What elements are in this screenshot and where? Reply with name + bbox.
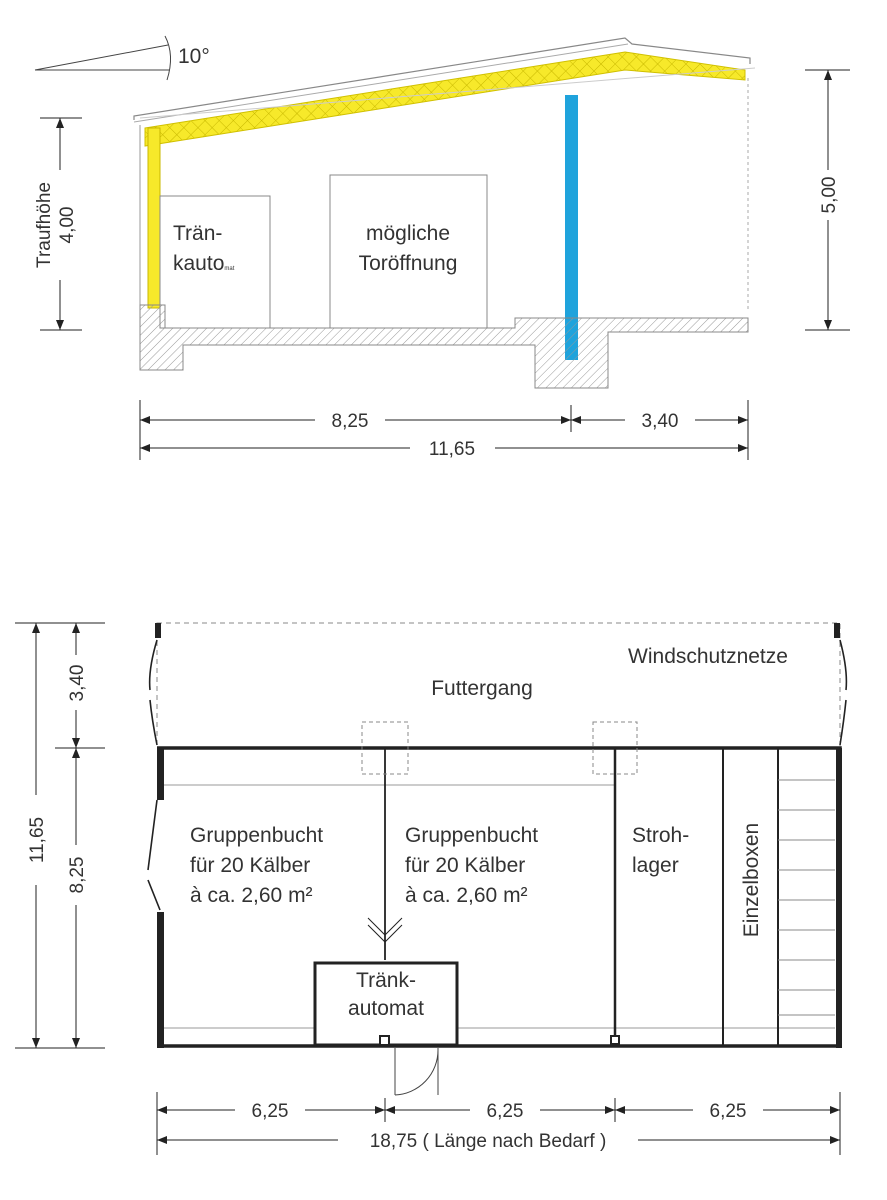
feeder-outline [159,195,271,329]
door-opening-outline [329,174,488,329]
roof-angle-label: 10° [178,45,210,68]
roof-angle-indicator: 10° [34,35,210,81]
eave-height-dimension: Traufhöhe 4,00 [28,117,92,331]
plan-length-dimensions: 6,25 6,25 6,25 18,75 ( Länge nach Bedarf… [156,1092,841,1155]
windbreak-nets [148,639,848,746]
gate-icon [367,917,403,943]
floor-slab [139,304,749,389]
dim-bay-1: 6,25 [252,1101,289,1122]
total-height-value: 5,00 [819,177,840,214]
feeder-label-line1: Trän- [173,222,222,245]
plan-depth-dimensions: 11,65 3,40 8,25 [15,622,105,1049]
eave-height-value: 4,00 [57,207,78,244]
wall-post [147,127,161,309]
dim-total: 11,65 [429,439,475,460]
dim-right: 3,40 [642,411,679,432]
dim-total-depth: 11,65 [27,817,48,863]
steel-column [565,95,578,360]
dim-left: 8,25 [332,411,369,432]
dim-aisle: 3,40 [67,665,88,702]
straw-storage-label: Stroh-lager [632,824,689,877]
cross-section: 10° Trän- kautomat mögliche Toröffnung T… [28,35,850,460]
total-height-dimension: 5,00 [805,69,850,331]
dim-bay-2: 6,25 [487,1101,524,1122]
feed-aisle-label: Futtergang [431,677,533,700]
single-box-stalls [778,779,835,1016]
eave-height-label: Traufhöhe [34,182,55,268]
door-label-line1: mögliche [366,222,450,245]
feeder-room [313,961,459,1047]
feeder-label-line2: kautomat [173,252,235,275]
door-swing [394,1048,439,1096]
door-label-line2: Toröffnung [359,252,458,275]
roof [133,37,756,147]
single-boxes-label: Einzelboxen [740,823,763,937]
windbreak-label: Windschutznetze [628,645,788,668]
section-width-dimensions: 8,25 3,40 11,65 [139,400,749,460]
dim-pens: 8,25 [67,857,88,894]
dim-length: 18,75 ( Länge nach Bedarf ) [370,1131,607,1152]
feeder-room-label: Tränk-automat [348,969,424,1020]
dim-bay-3: 6,25 [710,1101,747,1122]
